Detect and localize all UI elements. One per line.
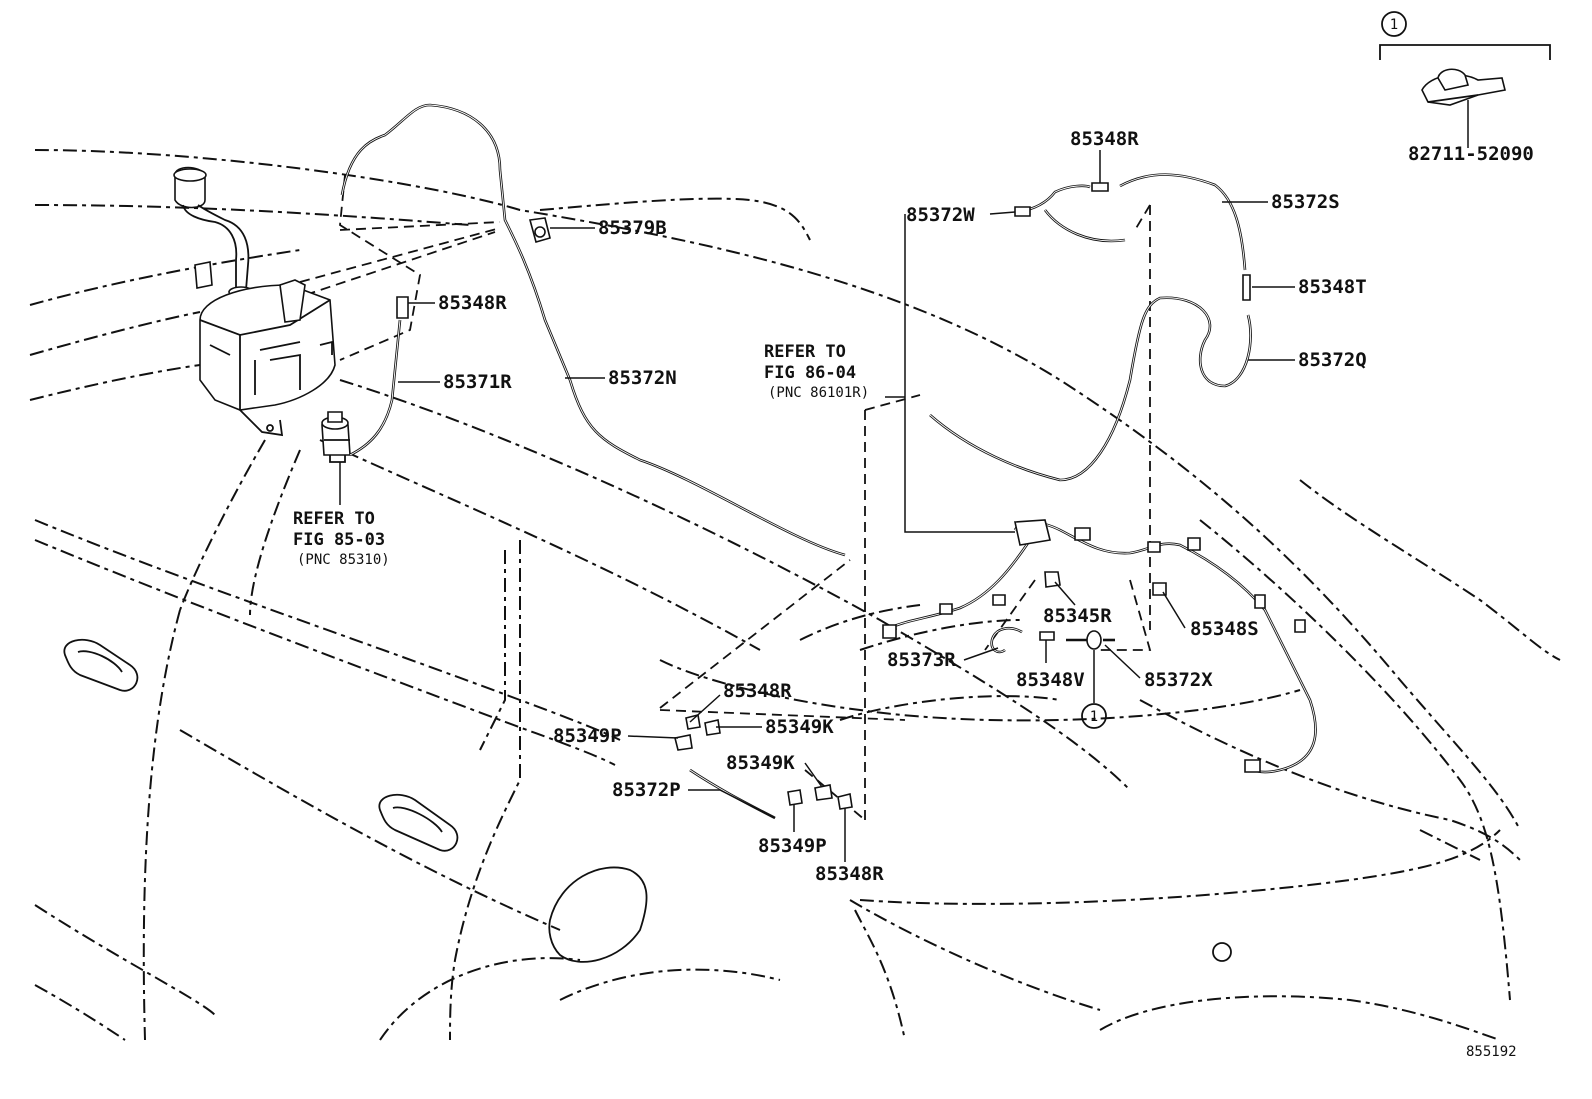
door-handle-front [63,638,139,692]
svg-text:REFER TO: REFER TO [764,342,846,362]
hose-85371R [349,296,409,457]
callout-85348V: 85348V [1016,669,1085,691]
callout-85372Q: 85372Q [1298,349,1367,371]
callout-85348T: 85348T [1298,276,1367,298]
svg-text:(PNC 85310): (PNC 85310) [297,552,390,568]
callout-85349K-upper: 85349K [765,716,834,738]
callout-85379B: 85379B [598,217,667,239]
door-handle-rear [378,793,459,852]
rear-washer-hose-harness [882,519,1317,774]
washer-tank-assembly [173,166,336,437]
svg-text:1: 1 [1090,709,1098,725]
hose-85372W [1014,184,1126,243]
vehicle-body-outline [29,149,1561,1041]
svg-text:FIG 85-03: FIG 85-03 [293,530,385,550]
callout-82711-52090: 82711-52090 [1408,143,1534,165]
clip-85379B [528,217,551,243]
figure-number: 855192 [1466,1044,1517,1060]
callout-85372N: 85372N [608,367,677,389]
joint-85348V [1039,631,1055,641]
callout-85349K-lower: 85349K [726,752,795,774]
callout-85372X: 85372X [1144,669,1213,691]
callout-85349P-upper: 85349P [553,725,622,747]
callout-85372W: 85372W [906,204,975,226]
svg-text:1: 1 [1390,17,1398,33]
callout-85372S: 85372S [1271,191,1340,213]
callout-85348R-bottom: 85348R [815,863,884,885]
callout-85349P-lower: 85349P [758,835,827,857]
grommet-85372X [1066,630,1115,650]
hose-85372S [1119,173,1247,271]
svg-text:(PNC 86101R): (PNC 86101R) [768,385,869,401]
svg-text:REFER TO: REFER TO [293,509,375,529]
callout-85372P: 85372P [612,779,681,801]
circle-marker-main: 1 [1081,703,1107,729]
reference-note-fig-86-04: REFER TO FIG 86-04 (PNC 86101R) [764,342,869,401]
hose-85372N [340,103,846,557]
callout-85345R: 85345R [1043,605,1112,627]
reference-note-fig-85-03: REFER TO FIG 85-03 (PNC 85310) [293,509,390,568]
inset-bracket [1379,44,1551,106]
joint-85348R-top [1091,182,1109,192]
callout-85371R: 85371R [443,371,512,393]
leader-lines [339,100,1469,862]
hose-85372Q [929,296,1252,482]
callout-85348R-top: 85348R [1070,128,1139,150]
callout-85373R: 85373R [887,649,956,671]
rear-bumper-hole [1212,942,1232,962]
joint-85348S [1152,582,1167,596]
callout-85348R-mid: 85348R [723,680,792,702]
callout-labels: 82711-52090 85348R 85372W 85372S 85348T … [438,128,1534,885]
callout-85348S: 85348S [1190,618,1259,640]
washer-pump [321,411,351,463]
joint-85348T [1242,274,1251,301]
svg-text:FIG 86-04: FIG 86-04 [764,363,856,383]
hose-85373R [990,626,1023,654]
callout-85348R-left: 85348R [438,292,507,314]
fuel-lid [548,866,648,963]
circle-marker-inset: 1 [1381,11,1407,37]
